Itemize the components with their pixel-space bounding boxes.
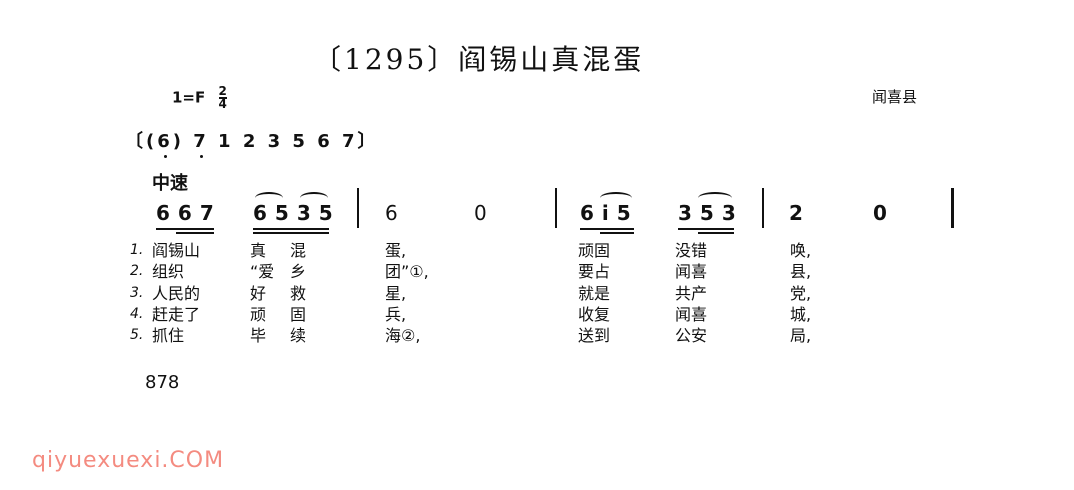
- lyric-text: 共产: [675, 283, 708, 303]
- lyric-text: 县,: [790, 262, 812, 282]
- lyric-text: 真: [250, 241, 267, 260]
- rest: 0: [873, 201, 895, 225]
- note-group: 667: [156, 201, 222, 225]
- lyric-text: 顽: [250, 304, 267, 324]
- lyric-text: 救: [290, 283, 307, 303]
- bar-line: [555, 188, 557, 228]
- tempo-marking: 中速: [152, 173, 188, 194]
- verse-number: 4.: [130, 305, 144, 322]
- lyric-text: 闻喜: [675, 304, 708, 324]
- bar-line: [762, 188, 764, 228]
- lyric-text: 闻喜: [675, 262, 708, 282]
- lyric-text: 蛋,: [385, 241, 407, 260]
- note-group: 353: [678, 201, 744, 225]
- lyric-text: 乡: [290, 262, 307, 282]
- underline: [698, 232, 734, 234]
- note-group: 6i5: [580, 201, 639, 225]
- key-label: 1=F: [172, 88, 206, 107]
- lyric-text: 就是: [578, 283, 611, 303]
- lyric-text: 局,: [790, 326, 812, 346]
- underline: [253, 232, 329, 234]
- lyric-text: 固: [290, 304, 307, 324]
- time-bottom: 4: [218, 97, 227, 111]
- lyric-text: 党,: [790, 283, 812, 303]
- note-range: 〔(6) 7 1 2 3 5 6 7〕: [125, 131, 379, 152]
- underline: [678, 228, 734, 230]
- lyric-text: 送到: [578, 326, 611, 346]
- lyric-text: 海②,: [385, 326, 421, 346]
- slur: [600, 192, 632, 204]
- verse-number: 3.: [130, 284, 144, 301]
- watermark: qiyuexuexi.COM: [32, 448, 225, 473]
- key-signature: 1=F 2 4: [172, 84, 227, 111]
- note: 6: [385, 201, 406, 225]
- note: 2: [789, 201, 811, 225]
- bar-line: [357, 188, 359, 228]
- lyric-text: 星,: [385, 283, 407, 303]
- slur: [300, 192, 328, 204]
- lyric-text: 要占: [578, 262, 611, 282]
- lyric-text: 团”①,: [385, 262, 429, 282]
- lyric-text: 阎锡山: [152, 241, 201, 260]
- verse-number: 5.: [130, 327, 144, 344]
- region-label: 闻喜县: [872, 88, 918, 106]
- lyric-text: 顽固: [578, 241, 611, 260]
- lyric-text: 唤,: [790, 241, 812, 260]
- lyric-text: 没错: [675, 241, 708, 260]
- lyric-text: 赶走了: [152, 304, 201, 324]
- underline: [253, 228, 329, 230]
- time-signature: 2 4: [218, 84, 227, 111]
- underline: [176, 232, 214, 234]
- note-group: 6535: [253, 201, 341, 225]
- slur: [255, 192, 283, 204]
- lyric-text: 公安: [675, 326, 708, 346]
- lyric-text: “爱: [250, 262, 275, 282]
- time-top: 2: [218, 84, 227, 99]
- lyric-text: 毕: [250, 326, 267, 346]
- lyric-text: 好: [250, 283, 267, 303]
- lyric-text: 人民的: [152, 283, 201, 303]
- rest: 0: [474, 201, 495, 225]
- lyric-text: 兵,: [385, 304, 407, 324]
- lyric-text: 续: [290, 326, 307, 346]
- low-octave-dot: [164, 155, 167, 158]
- lyric-text: 组织: [152, 262, 185, 282]
- low-octave-dot: [200, 155, 203, 158]
- lyric-text: 城,: [790, 304, 812, 324]
- verse-number: 1.: [130, 242, 144, 258]
- lyric-text: 抓住: [152, 326, 185, 346]
- underline: [600, 232, 634, 234]
- underline: [156, 228, 214, 230]
- verse-number: 2.: [130, 263, 144, 280]
- final-bar-line: [951, 188, 954, 228]
- slur: [698, 192, 732, 204]
- song-title: 〔1295〕阎锡山真混蛋: [313, 43, 645, 76]
- page-number: 878: [145, 372, 180, 393]
- underline: [580, 228, 634, 230]
- lyric-text: 收复: [578, 304, 611, 324]
- lyric-text: 混: [290, 241, 307, 260]
